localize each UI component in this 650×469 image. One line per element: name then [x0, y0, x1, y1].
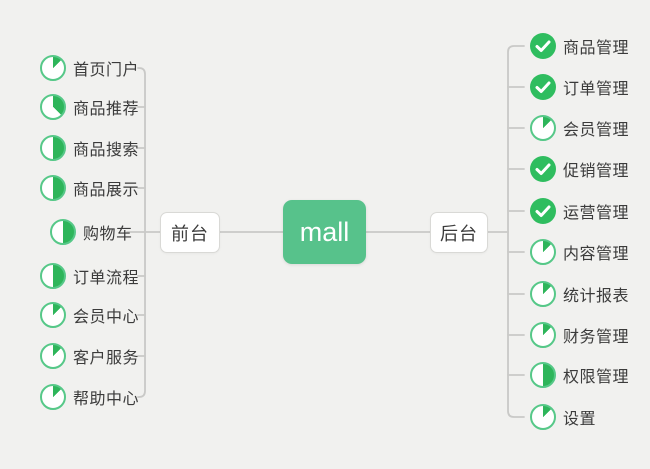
root-node-mall[interactable]: mall — [283, 200, 366, 264]
topic-item-label: 帮助中心 — [73, 391, 140, 408]
pie-progress-icon — [40, 55, 66, 81]
topic-item-label: 财务管理 — [563, 329, 630, 346]
topic-item-label: 内容管理 — [563, 246, 630, 263]
topic-item[interactable]: 订单流程 — [40, 263, 139, 289]
back-branch-node[interactable]: 后台 — [430, 212, 488, 253]
front-branch-node[interactable]: 前台 — [160, 212, 220, 253]
topic-item-label: 订单流程 — [73, 270, 140, 287]
topic-item[interactable]: 商品展示 — [40, 175, 139, 201]
topic-item-label: 会员中心 — [73, 309, 140, 326]
topic-item[interactable]: 会员中心 — [40, 302, 139, 328]
left-stub-lines — [137, 106, 146, 357]
topic-item[interactable]: 权限管理 — [530, 362, 629, 388]
topic-item-label: 商品展示 — [73, 182, 140, 199]
check-done-icon — [530, 198, 556, 224]
topic-item-label: 商品搜索 — [73, 142, 140, 159]
topic-item-label: 权限管理 — [563, 369, 630, 386]
topic-item[interactable]: 商品搜索 — [40, 135, 139, 161]
topic-item[interactable]: 运营管理 — [530, 198, 629, 224]
pie-progress-icon — [530, 362, 556, 388]
pie-progress-icon — [40, 384, 66, 410]
topic-item-label: 购物车 — [83, 226, 133, 243]
topic-item[interactable]: 首页门户 — [40, 55, 139, 81]
pie-progress-icon — [40, 175, 66, 201]
pie-progress-icon — [40, 302, 66, 328]
back-branch-label: 后台 — [440, 223, 478, 244]
check-done-icon — [530, 156, 556, 182]
topic-item-label: 统计报表 — [563, 288, 630, 305]
topic-item-label: 设置 — [563, 411, 597, 428]
topic-item[interactable]: 统计报表 — [530, 281, 629, 307]
pie-progress-icon — [530, 239, 556, 265]
topic-item-label: 客户服务 — [73, 350, 140, 367]
topic-item-label: 商品管理 — [563, 40, 630, 57]
topic-item[interactable]: 内容管理 — [530, 239, 629, 265]
pie-progress-icon — [530, 281, 556, 307]
topic-item-label: 运营管理 — [563, 205, 630, 222]
check-done-icon — [530, 74, 556, 100]
root-node-label: mall — [299, 216, 350, 247]
topic-item[interactable]: 促销管理 — [530, 156, 629, 182]
topic-item-label: 促销管理 — [563, 163, 630, 180]
check-done-icon — [530, 33, 556, 59]
topic-item[interactable]: 商品管理 — [530, 33, 629, 59]
pie-progress-icon — [530, 115, 556, 141]
topic-item-label: 商品推荐 — [73, 101, 140, 118]
front-branch-label: 前台 — [171, 223, 209, 244]
topic-item[interactable]: 购物车 — [50, 219, 133, 245]
pie-progress-icon — [530, 322, 556, 348]
pie-progress-icon — [530, 404, 556, 430]
topic-item[interactable]: 财务管理 — [530, 322, 629, 348]
topic-item[interactable]: 客户服务 — [40, 343, 139, 369]
pie-progress-icon — [40, 94, 66, 120]
left-bracket-line — [137, 67, 146, 398]
pie-progress-icon — [40, 263, 66, 289]
topic-item-label: 订单管理 — [563, 81, 630, 98]
topic-item[interactable]: 设置 — [530, 404, 596, 430]
topic-item[interactable]: 帮助中心 — [40, 384, 139, 410]
topic-item-label: 首页门户 — [73, 62, 140, 79]
topic-item[interactable]: 会员管理 — [530, 115, 629, 141]
topic-item[interactable]: 订单管理 — [530, 74, 629, 100]
pie-progress-icon — [50, 219, 76, 245]
topic-item[interactable]: 商品推荐 — [40, 94, 139, 120]
topic-item-label: 会员管理 — [563, 122, 630, 139]
right-stub-lines — [507, 86, 525, 376]
pie-progress-icon — [40, 135, 66, 161]
pie-progress-icon — [40, 343, 66, 369]
right-bracket-line — [507, 45, 525, 418]
